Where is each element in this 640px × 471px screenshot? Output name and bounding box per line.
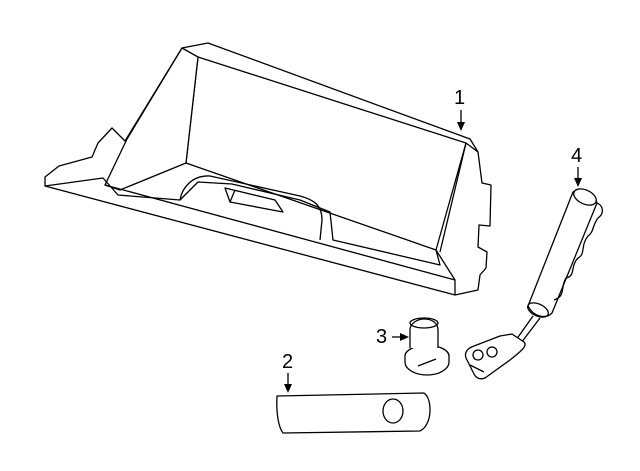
glove-box-bin [44,42,492,296]
leader-arrow-2 [284,373,292,393]
callout-3: 3 [376,326,388,348]
callout-2: 2 [282,351,294,373]
leader-arrow-1 [457,110,465,131]
leader-arrow-4 [574,167,582,187]
bumper-screw [404,317,450,376]
callout-4: 4 [571,145,583,167]
callout-1: 1 [454,87,466,109]
damper-strut [464,188,604,380]
leader-arrow-3 [392,333,409,341]
trim-panel [276,392,431,434]
